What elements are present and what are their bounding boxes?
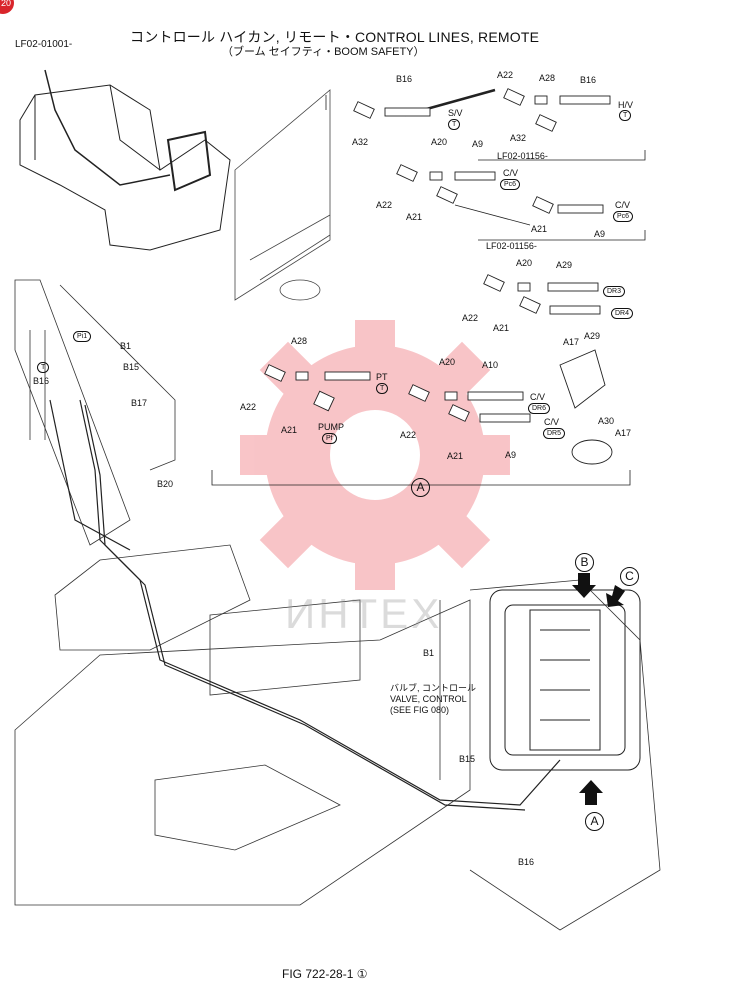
callout-cv: C/V — [503, 168, 519, 178]
callout-pump: PUMP — [318, 422, 345, 432]
callout-a22-2: A22 — [376, 200, 393, 210]
callout-t-oval-2: T — [619, 110, 632, 121]
callout-b1-left: B1 — [120, 341, 132, 351]
callout-dr6-oval: DR6 — [528, 403, 551, 414]
callout-t-oval-4: T — [37, 362, 50, 373]
view-b-marker: B — [575, 553, 594, 572]
callout-a22: A22 — [497, 70, 514, 80]
valve-label-ref: (SEE FIG 080) — [390, 705, 450, 715]
callout-a29-2: A29 — [584, 331, 601, 341]
callout-b16-left: B16 — [33, 376, 50, 386]
callout-dr3-oval: DR3 — [603, 286, 626, 297]
serial-code: LF02-01001- — [15, 39, 73, 50]
chassis-outline — [14, 544, 661, 931]
callout-cv-4: C/V — [544, 417, 560, 427]
callout-a28-2: A28 — [291, 336, 308, 346]
callout-a28: A28 — [539, 73, 556, 83]
callout-b15-bottom: B15 — [459, 754, 476, 764]
callout-t-oval: T — [448, 119, 461, 130]
valve-label-en: VALVE, CONTROL — [390, 694, 467, 704]
callout-b16-bottom: B16 — [518, 857, 535, 867]
bracket-panel — [234, 89, 331, 301]
view-a-marker: A — [585, 812, 604, 831]
flow-arrows — [572, 573, 625, 805]
page-number-badge: 20 — [0, 0, 14, 14]
callout-dr5-oval: DR5 — [543, 428, 566, 439]
callout-a9: A9 — [472, 139, 484, 149]
callout-a22-4: A22 — [240, 402, 257, 412]
callout-a22-5: A22 — [400, 430, 417, 440]
callout-a9-3: A9 — [505, 450, 517, 460]
callout-a32: A32 — [352, 137, 369, 147]
callout-a17: A17 — [563, 337, 580, 347]
callout-t-oval-3: T — [376, 383, 389, 394]
callout-a22-3: A22 — [462, 313, 479, 323]
callout-b17: B17 — [131, 398, 148, 408]
fittings — [264, 88, 613, 465]
callout-a21-3: A21 — [493, 323, 510, 333]
pilot-lines — [49, 399, 561, 811]
detail-a-marker: A — [411, 478, 430, 497]
watermark-text: ИНТЕХ — [285, 590, 443, 637]
callout-pi1-oval: Pi1 — [73, 331, 92, 342]
page-subtitle: （ブーム セイフティ・BOOM SAFETY） — [222, 46, 425, 58]
callout-a29: A29 — [556, 260, 573, 270]
boom-outline — [14, 279, 176, 546]
sub-serial-2: LF02-01156- — [486, 241, 537, 251]
callout-b15-left: B15 — [123, 362, 140, 372]
callout-hv: H/V — [618, 100, 634, 110]
callout-pc6-oval: Pc6 — [500, 179, 521, 190]
control-valve-block — [489, 589, 641, 771]
callout-cv-3: C/V — [530, 392, 546, 402]
cab-seat-outline — [19, 69, 231, 251]
callout-a10: A10 — [482, 360, 499, 370]
figure-caption: FIG 722-28-1 ① — [282, 967, 368, 981]
callout-a17-2: A17 — [615, 428, 632, 438]
callout-b16: B16 — [396, 74, 413, 84]
callout-pf-oval: Pf — [322, 433, 337, 444]
watermark-gear-icon — [240, 320, 510, 590]
callout-b16-right: B16 — [580, 75, 597, 85]
callout-a21: A21 — [406, 212, 423, 222]
callout-a21-4: A21 — [281, 425, 298, 435]
callout-a21-2: A21 — [531, 224, 548, 234]
valve-label-jp: バルブ, コントロール — [390, 683, 477, 693]
callout-sv: S/V — [448, 108, 463, 118]
callout-b20: B20 — [157, 479, 174, 489]
callout-b1-mid: B1 — [423, 648, 435, 658]
view-c-marker: C — [620, 567, 639, 586]
sub-serial-1: LF02-01156- — [497, 151, 548, 161]
callout-a9-2: A9 — [594, 229, 606, 239]
callout-cv-2: C/V — [615, 200, 631, 210]
callout-a30: A30 — [598, 416, 615, 426]
page-title: コントロール ハイカン, リモート・CONTROL LINES, REMOTE — [130, 29, 540, 45]
callout-dr4-oval: DR4 — [611, 308, 634, 319]
callout-a20-3: A20 — [439, 357, 456, 367]
callout-a20-2: A20 — [516, 258, 533, 268]
callout-pt: PT — [376, 372, 388, 382]
callout-pc6-oval-2: Pc6 — [613, 211, 634, 222]
callout-a21-5: A21 — [447, 451, 464, 461]
callout-a20: A20 — [431, 137, 448, 147]
callout-a32-right: A32 — [510, 133, 527, 143]
